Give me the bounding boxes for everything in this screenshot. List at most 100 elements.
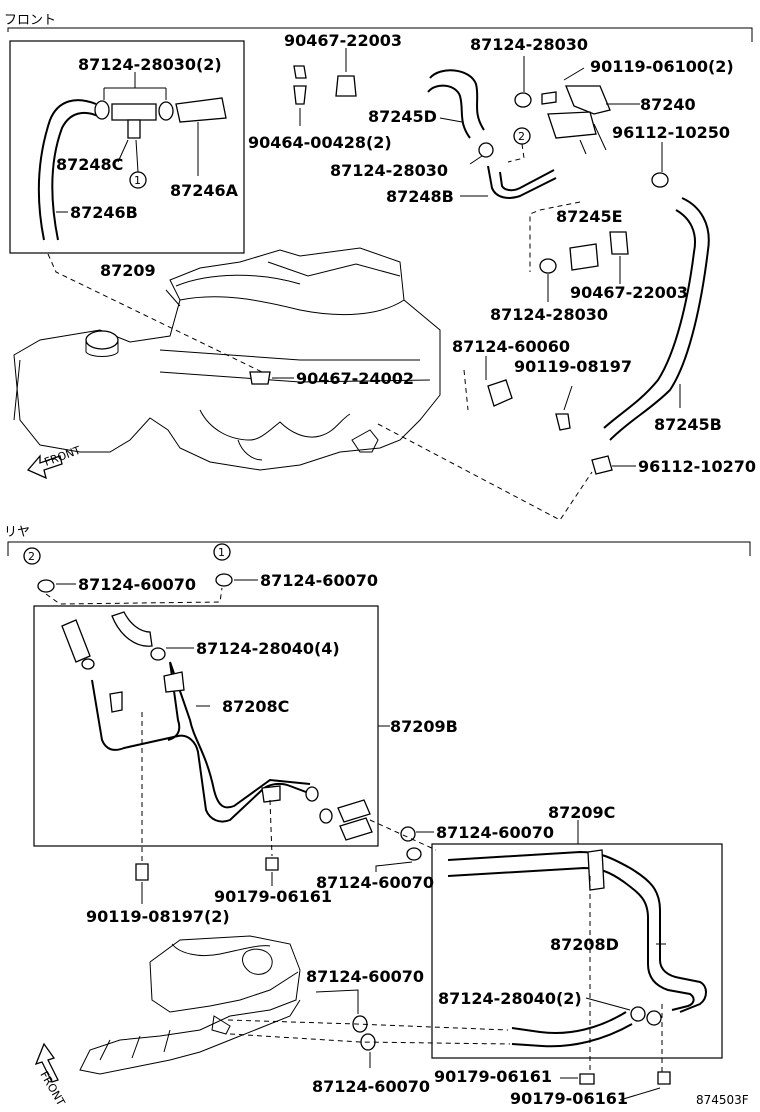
label-96112-10270: 96112-10270: [638, 457, 756, 476]
front-section-bracket: [7, 27, 753, 42]
label-90119-06100-2: 90119-06100(2): [590, 57, 734, 76]
t-fitting-87248C: [111, 103, 157, 121]
label-87124-28040-4: 87124-28040(4): [196, 639, 340, 658]
clamp-icon: [158, 101, 174, 121]
label-87124-60070-f: 87124-60070: [312, 1077, 430, 1096]
bolt-icon: [135, 863, 149, 881]
label-87124-60070-a: 87124-60070: [78, 575, 196, 594]
leader-line: [103, 72, 167, 100]
clamp-icon: [591, 455, 613, 475]
label-87245E: 87245E: [556, 207, 623, 226]
front-section-title: フロント: [4, 13, 56, 28]
front-arrow-icon: [34, 1042, 59, 1083]
clamp-icon: [81, 658, 95, 670]
t-fitting-stem: [127, 119, 141, 139]
label-90179-06161-a: 90179-06161: [214, 887, 332, 906]
pipe-87208D-b: [447, 866, 695, 1011]
leader-line: [315, 989, 359, 1014]
clamp-icon: [37, 579, 55, 593]
label-87208C: 87208C: [222, 697, 289, 716]
label-96112-10250: 96112-10250: [612, 123, 730, 142]
hose-rear-long-edge: [511, 1023, 633, 1048]
label-90467-24002: 90467-24002: [296, 369, 414, 388]
bracket-icon: [587, 849, 605, 891]
label-87245D: 87245D: [368, 107, 437, 126]
label-87124-60070-b: 87124-60070: [260, 571, 378, 590]
clamp-icon: [539, 258, 557, 274]
dashed-leader: [369, 819, 437, 851]
hose-87246A: [175, 97, 227, 123]
leader-line: [585, 997, 631, 1011]
label-90467-22003-mid: 90467-22003: [570, 283, 688, 302]
clamp-icon: [651, 172, 669, 188]
label-87240: 87240: [640, 95, 696, 114]
clamp-icon: [150, 647, 166, 661]
clamp-icon: [305, 786, 319, 802]
clip-90467-24002: [249, 371, 271, 385]
diagram-code: 874503F: [696, 1093, 749, 1107]
rear-section-bracket: [7, 541, 751, 556]
dashed-leader: [377, 369, 593, 521]
leader-line: [117, 139, 129, 163]
label-87124-60070-c: 87124-60070: [436, 823, 554, 842]
label-90467-22003-top: 90467-22003: [284, 31, 402, 50]
bracket-87124-60060: [487, 379, 513, 407]
valve-pipes: [579, 123, 607, 155]
leader-line: [375, 861, 413, 872]
bracket-icon: [109, 691, 123, 713]
label-90119-08197-2: 90119-08197(2): [86, 907, 230, 926]
clamp-icon: [94, 100, 110, 120]
label-87124-60060: 87124-60060: [452, 337, 570, 356]
callout-1: 1: [134, 174, 141, 187]
callout-2: 2: [518, 130, 525, 143]
label-87124-28040-2: 87124-28040(2): [438, 989, 582, 1008]
leader-line: [619, 1087, 661, 1101]
clip-90467-22003: [609, 231, 629, 255]
label-87124-28030-2: 87124-28030(2): [78, 55, 222, 74]
hose-87245B: [609, 197, 710, 441]
hose-connectors: [337, 799, 373, 841]
rear-section-title: リヤ: [4, 525, 30, 540]
bolt-icon: [541, 91, 557, 105]
dashed-leader: [589, 876, 663, 1078]
clip-90467-22003: [335, 75, 357, 97]
dashed-leader: [529, 201, 581, 272]
front-arrow-label: FRONT: [43, 444, 83, 469]
valve-body: [547, 111, 597, 139]
bolt-icon: [555, 413, 571, 431]
pipe-87208C: [91, 679, 307, 823]
front-arrow-icon: [26, 454, 63, 480]
label-87209C: 87209C: [548, 803, 615, 822]
hose-short: [111, 611, 153, 647]
label-87208D: 87208D: [550, 935, 619, 954]
engine-block: [13, 247, 441, 471]
rear-heater-unit: [79, 935, 301, 1075]
nut-icon: [579, 1073, 595, 1085]
leader-line: [439, 117, 463, 123]
leader-line: [135, 139, 139, 173]
clamp-icon: [514, 92, 532, 108]
leader-line: [563, 67, 585, 81]
label-87248B: 87248B: [386, 187, 454, 206]
pipe-87208C-b: [167, 661, 311, 809]
label-90119-08197: 90119-08197: [514, 357, 632, 376]
label-87246B: 87246B: [70, 203, 138, 222]
pipe-87248B: [487, 165, 557, 199]
hose-87245D: [429, 69, 485, 131]
label-87124-28030-a: 87124-28030: [470, 35, 588, 54]
hose-87246B: [37, 99, 97, 241]
label-87124-28030-b: 87124-28030: [330, 161, 448, 180]
inset-box-87209: [9, 40, 245, 254]
label-87209: 87209: [100, 261, 156, 280]
dashed-leader: [227, 1019, 511, 1045]
hose-87245E: [569, 243, 599, 271]
clamp-icon: [215, 573, 233, 587]
label-87209B: 87209B: [390, 717, 458, 736]
callout-2-circle: [23, 547, 41, 565]
dashed-leader: [47, 253, 263, 373]
clamp-icon: [630, 1006, 646, 1022]
callout-1-rear: 1: [218, 546, 225, 559]
dashed-leader: [141, 712, 273, 866]
nut-icon: [657, 1071, 671, 1085]
